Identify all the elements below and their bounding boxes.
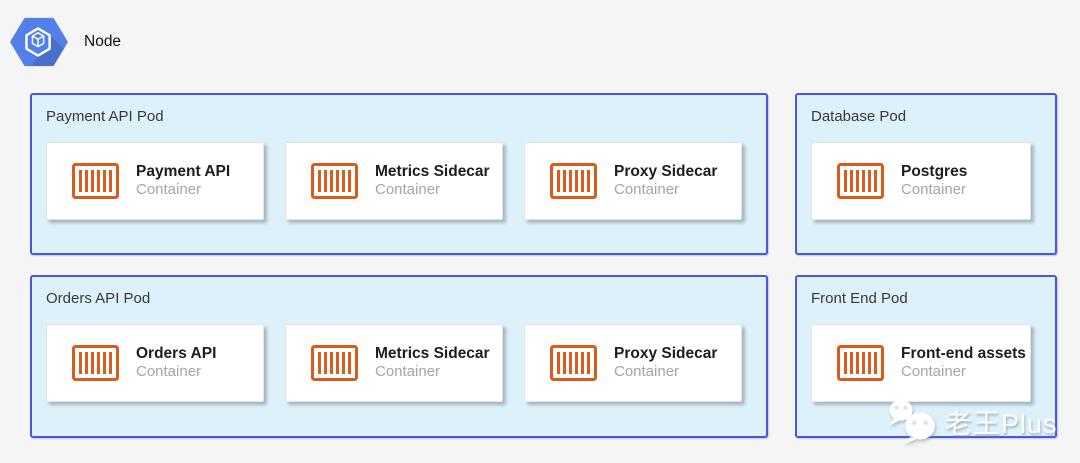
- container-card: Proxy Sidecar Container: [524, 324, 742, 402]
- container-card: Metrics Sidecar Container: [285, 142, 503, 220]
- container-type-label: Container: [375, 363, 441, 381]
- container-name: Proxy Sidecar: [614, 162, 718, 180]
- container-text: Front-end assets Container: [901, 344, 1026, 382]
- pod-title: Orders API Pod: [46, 290, 151, 307]
- container-name: Front-end assets: [901, 344, 1026, 362]
- container-name: Orders API: [136, 344, 217, 362]
- pod-containers: Orders API Container Metrics Sidecar Con…: [46, 324, 742, 402]
- container-icon: [311, 163, 358, 199]
- container-name: Metrics Sidecar: [375, 162, 490, 180]
- pod-containers: Payment API Container Metrics Sidecar Co…: [46, 142, 742, 220]
- node-label: Node: [84, 33, 122, 50]
- container-card: Proxy Sidecar Container: [524, 142, 742, 220]
- node-header: Node: [10, 16, 121, 68]
- container-text: Orders API Container: [136, 344, 216, 382]
- container-icon: [837, 163, 884, 199]
- pod-containers: Postgres Container: [811, 142, 1031, 220]
- container-card: Payment API Container: [46, 142, 264, 220]
- container-card: Metrics Sidecar Container: [285, 324, 503, 402]
- container-card: Postgres Container: [811, 142, 1031, 220]
- watermark-text: 老王Plus: [945, 408, 1058, 439]
- container-type-label: Container: [136, 363, 202, 381]
- container-icon: [550, 345, 597, 381]
- container-name: Metrics Sidecar: [375, 344, 490, 362]
- container-type-label: Container: [614, 181, 680, 199]
- pod-title: Payment API Pod: [46, 108, 164, 125]
- container-text: Postgres Container: [901, 162, 967, 200]
- container-text: Payment API Container: [136, 162, 230, 200]
- container-name: Postgres: [901, 162, 968, 180]
- container-text: Metrics Sidecar Container: [375, 162, 490, 200]
- container-type-label: Container: [136, 181, 202, 199]
- container-type-label: Container: [901, 181, 967, 199]
- kubernetes-node-icon: [10, 17, 68, 67]
- container-card: Front-end assets Container: [811, 324, 1031, 402]
- container-text: Proxy Sidecar Container: [614, 162, 717, 200]
- wechat-icon: [889, 399, 935, 444]
- container-type-label: Container: [901, 363, 967, 381]
- container-text: Proxy Sidecar Container: [614, 344, 717, 382]
- pod-front-end-pod: Front End Pod Front-end assets Container: [795, 275, 1057, 438]
- container-type-label: Container: [375, 181, 441, 199]
- container-icon: [311, 345, 358, 381]
- pod-database-pod: Database Pod Postgres Container: [795, 93, 1057, 255]
- container-icon: [837, 345, 884, 381]
- container-name: Payment API: [136, 162, 231, 180]
- pod-containers: Front-end assets Container: [811, 324, 1031, 402]
- pod-payment-api-pod: Payment API Pod Payment API Container: [30, 93, 768, 255]
- container-card: Orders API Container: [46, 324, 264, 402]
- watermark: 老王Plus: [886, 397, 1058, 445]
- container-text: Metrics Sidecar Container: [375, 344, 490, 382]
- container-icon: [72, 163, 119, 199]
- pod-title: Database Pod: [811, 108, 907, 125]
- pod-orders-api-pod: Orders API Pod Orders API Container: [30, 275, 768, 438]
- container-icon: [72, 345, 119, 381]
- pod-title: Front End Pod: [811, 290, 908, 307]
- container-icon: [550, 163, 597, 199]
- container-name: Proxy Sidecar: [614, 344, 718, 362]
- container-type-label: Container: [614, 363, 680, 381]
